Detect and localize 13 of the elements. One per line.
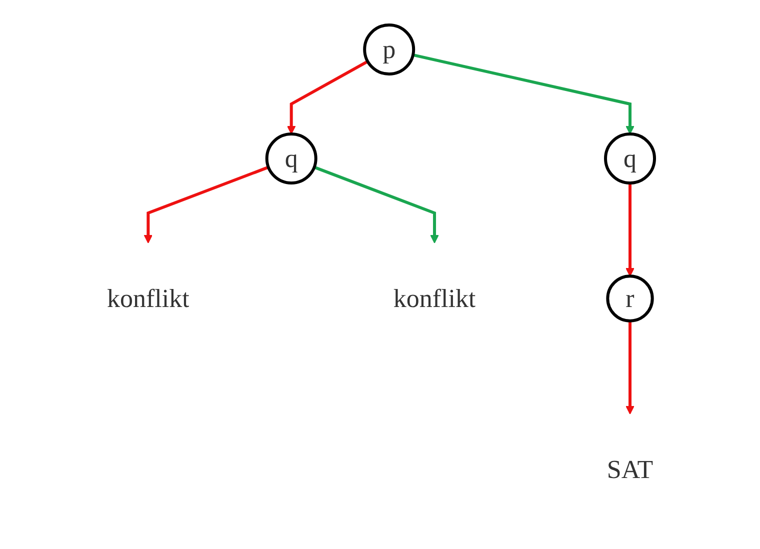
- arrow: [626, 320, 634, 414]
- arrow: [626, 182, 634, 276]
- node-text: konflikt: [106, 283, 190, 312]
- arrow: [412, 52, 634, 134]
- node-text: SAT: [606, 454, 654, 484]
- arrow: [286, 60, 368, 134]
- arrow: [144, 165, 269, 243]
- node-circle: q: [604, 132, 656, 184]
- node-text: konflikt: [393, 283, 476, 312]
- arrow: [314, 165, 439, 243]
- node-circle: r: [606, 274, 654, 322]
- node-circle: q: [265, 132, 318, 184]
- node-circle: p: [363, 23, 416, 75]
